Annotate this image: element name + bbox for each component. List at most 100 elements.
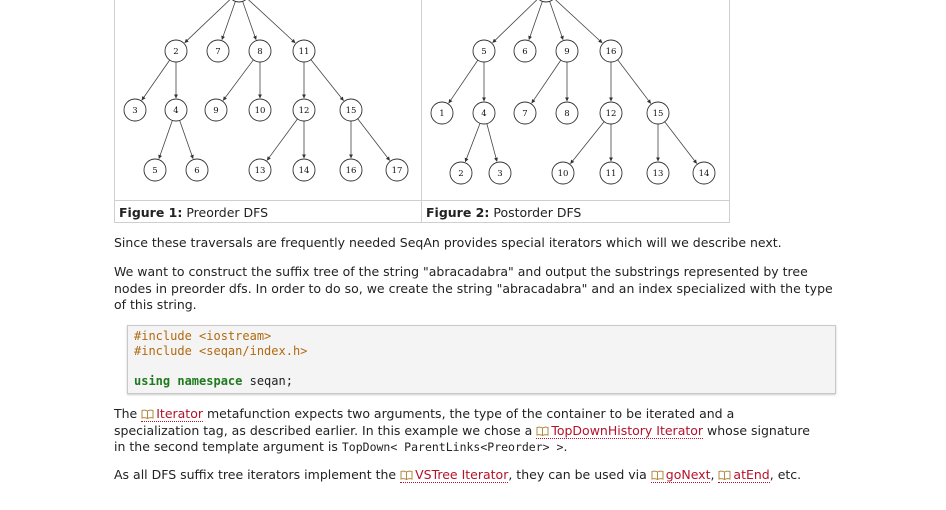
paragraph-suffix-tree: We want to construct the suffix tree of … bbox=[114, 264, 833, 312]
text: , bbox=[710, 467, 719, 482]
preorder-node-label: 17 bbox=[392, 166, 403, 176]
postorder-edge bbox=[448, 59, 479, 104]
postorder-node: 10 bbox=[551, 161, 575, 185]
postorder-edge bbox=[617, 59, 652, 104]
postorder-node-label: 4 bbox=[481, 109, 486, 119]
preorder-edge bbox=[179, 120, 194, 159]
figure1-caption-text: Preorder DFS bbox=[186, 205, 269, 220]
text: , etc. bbox=[769, 467, 802, 482]
postorder-edge bbox=[528, 1, 543, 40]
text: whose signature in the second template a… bbox=[114, 422, 810, 455]
preorder-node: 10 bbox=[248, 98, 272, 122]
code-line-blank bbox=[128, 359, 835, 374]
preorder-node: 14 bbox=[292, 158, 316, 182]
postorder-node-label: 15 bbox=[653, 109, 664, 119]
preorder-edge bbox=[242, 1, 257, 40]
preorder-node: 12 bbox=[292, 98, 316, 122]
caption-divider bbox=[115, 200, 422, 201]
preorder-node-label: 4 bbox=[173, 106, 178, 116]
preorder-node-label: 15 bbox=[346, 106, 357, 116]
postorder-node-label: 7 bbox=[522, 109, 527, 119]
preorder-node-label: 2 bbox=[173, 47, 178, 57]
preorder-node-label: 5 bbox=[152, 166, 157, 176]
preorder-node: 11 bbox=[292, 39, 316, 63]
postorder-node: 15 bbox=[646, 101, 670, 125]
preorder-node: 3 bbox=[123, 98, 147, 122]
preorder-node: 6 bbox=[185, 158, 209, 182]
preorder-node-label: 12 bbox=[299, 106, 310, 116]
preorder-edge bbox=[357, 118, 391, 161]
postorder-node-label: 14 bbox=[699, 169, 710, 179]
preorder-node-label: 6 bbox=[194, 166, 199, 176]
gonext-link[interactable]: goNext bbox=[650, 467, 711, 483]
preorder-edge bbox=[141, 59, 171, 101]
text: The bbox=[114, 406, 142, 421]
preorder-edge bbox=[248, 0, 296, 44]
code-line-namespace: using namespace seqan; bbox=[128, 374, 835, 389]
text: metafunction expects two arguments, the … bbox=[114, 406, 735, 438]
topdownhistory-iterator-link[interactable]: TopDownHistory Iterator bbox=[536, 422, 704, 439]
postorder-node-label: 5 bbox=[481, 47, 486, 57]
preorder-node: 17 bbox=[385, 158, 409, 182]
postorder-node: 1 bbox=[430, 101, 454, 125]
book-icon bbox=[536, 426, 549, 436]
preorder-edge bbox=[221, 1, 236, 40]
code-namespace-name: seqan; bbox=[242, 374, 293, 388]
postorder-node: 2 bbox=[449, 161, 473, 185]
atend-link[interactable]: atEnd bbox=[718, 467, 770, 483]
postorder-node: 9 bbox=[555, 39, 579, 63]
postorder-edge bbox=[664, 121, 698, 164]
postorder-node: 7 bbox=[513, 101, 537, 125]
code-block: #include <iostream> #include <seqan/inde… bbox=[127, 325, 836, 394]
text: . bbox=[563, 439, 568, 454]
postorder-node-label: 8 bbox=[564, 109, 569, 119]
paragraph-traversals: Since these traversals are frequently ne… bbox=[114, 235, 782, 250]
text: , they can be used via bbox=[508, 467, 651, 482]
postorder-edge bbox=[531, 59, 562, 104]
postorder-edge bbox=[570, 121, 605, 164]
inline-code-signature: TopDown< ParentLinks<Preorder> > bbox=[341, 440, 564, 454]
figure2-caption-text: Postorder DFS bbox=[493, 205, 582, 220]
code-keyword: using namespace bbox=[134, 374, 243, 388]
postorder-node: 16 bbox=[599, 39, 623, 63]
paragraph-iterator: The Iterator metafunction expects two ar… bbox=[114, 406, 819, 456]
figure2-caption: Figure 2: Postorder DFS bbox=[426, 205, 581, 220]
vstree-iterator-link[interactable]: VSTree Iterator bbox=[400, 467, 509, 483]
code-line-include-iostream: #include <iostream> bbox=[134, 329, 272, 343]
postorder-node: 3 bbox=[488, 161, 512, 185]
preorder-edge bbox=[266, 118, 298, 161]
postorder-root-node bbox=[538, 0, 554, 3]
postorder-node: 13 bbox=[646, 161, 670, 185]
preorder-node-label: 11 bbox=[299, 47, 310, 57]
postorder-node: 14 bbox=[692, 161, 716, 185]
postorder-edge bbox=[464, 123, 481, 163]
postorder-node-label: 13 bbox=[653, 169, 664, 179]
postorder-node-label: 6 bbox=[522, 47, 527, 57]
text: As all DFS suffix tree iterators impleme… bbox=[114, 467, 401, 482]
atend-link-label: atEnd bbox=[733, 467, 770, 482]
preorder-node-label: 14 bbox=[299, 166, 310, 176]
postorder-node-label: 11 bbox=[606, 169, 617, 179]
preorder-node-label: 7 bbox=[215, 47, 220, 57]
vstree-link-label: VSTree Iterator bbox=[415, 467, 509, 482]
preorder-node: 2 bbox=[164, 39, 188, 63]
topdownhistory-link-label: TopDownHistory Iterator bbox=[551, 422, 704, 438]
preorder-node: 9 bbox=[204, 98, 228, 122]
postorder-node: 4 bbox=[472, 101, 496, 125]
preorder-edge bbox=[184, 0, 231, 44]
book-icon bbox=[718, 470, 731, 480]
postorder-node-label: 16 bbox=[606, 47, 617, 57]
preorder-node: 16 bbox=[339, 158, 363, 182]
code-line-include-index: #include <seqan/index.h> bbox=[134, 344, 308, 358]
postorder-node: 12 bbox=[599, 101, 623, 125]
preorder-root-node bbox=[231, 0, 247, 3]
postorder-node: 6 bbox=[513, 39, 537, 63]
preorder-node-label: 8 bbox=[257, 47, 262, 57]
iterator-link[interactable]: Iterator bbox=[141, 406, 203, 422]
preorder-edge bbox=[222, 59, 254, 101]
postorder-node-label: 10 bbox=[558, 169, 569, 179]
postorder-node-label: 12 bbox=[606, 109, 617, 119]
postorder-node-label: 9 bbox=[564, 47, 569, 57]
